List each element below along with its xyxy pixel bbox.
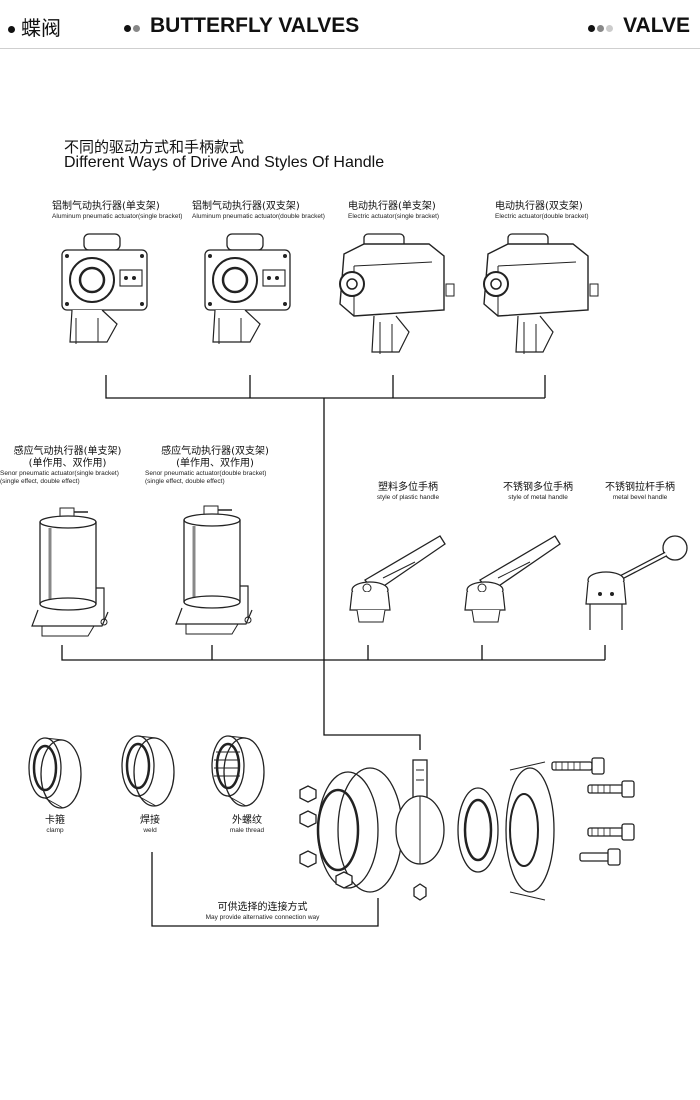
section-title-cn: 不同的驱动方式和手柄款式 xyxy=(64,138,245,156)
dots-icon xyxy=(588,14,615,38)
header-cn-title: 蝶阀 xyxy=(8,12,61,41)
connection-label-clamp: 卡箍 clamp xyxy=(45,815,65,834)
page-header xyxy=(0,0,700,49)
handle-label-1: 塑料多位手柄 style of plastic handle xyxy=(376,482,440,501)
handle-label-3: 不锈钢拉杆手柄 metal bevel handle xyxy=(605,482,675,501)
header-en-title: BUTTERFLY VALVES xyxy=(124,14,359,38)
connection-label-thread: 外螺纹 male thread xyxy=(229,815,265,834)
section-title-en: Different Ways of Drive And Styles Of Ha… xyxy=(64,154,385,171)
sensor-label-1: 感应气动执行器(单支架) (单作用、双作用) Senor pneumatic a… xyxy=(0,446,122,485)
sensor-label-2: 感应气动执行器(双支架) (单作用、双作用) Senor pneumatic a… xyxy=(145,446,269,485)
actuator-label-2: 铝制气动执行器(双支架) Aluminum pneumatic actuator… xyxy=(192,201,325,220)
header-en-text: BUTTERFLY VALVES xyxy=(150,14,360,37)
header-tag-text: VALVE xyxy=(623,14,690,37)
actuator-label-3: 电动执行器(单支架) Electric actuator(single brac… xyxy=(348,201,440,220)
header-tag: VALVE xyxy=(588,14,690,38)
dots-icon xyxy=(124,14,142,38)
bullet-icon xyxy=(8,26,15,33)
connection-note: 可供选择的连接方式 May provide alternative connec… xyxy=(205,902,320,921)
connection-label-weld: 焊接 weld xyxy=(140,815,160,834)
handle-label-2: 不锈钢多位手柄 style of metal handle xyxy=(503,482,573,501)
actuator-label-4: 电动执行器(双支架) Electric actuator(double brac… xyxy=(495,201,589,220)
actuator-label-1: 铝制气动执行器(单支架) Aluminum pneumatic actuator… xyxy=(52,201,183,220)
header-cn-text: 蝶阀 xyxy=(21,16,61,40)
